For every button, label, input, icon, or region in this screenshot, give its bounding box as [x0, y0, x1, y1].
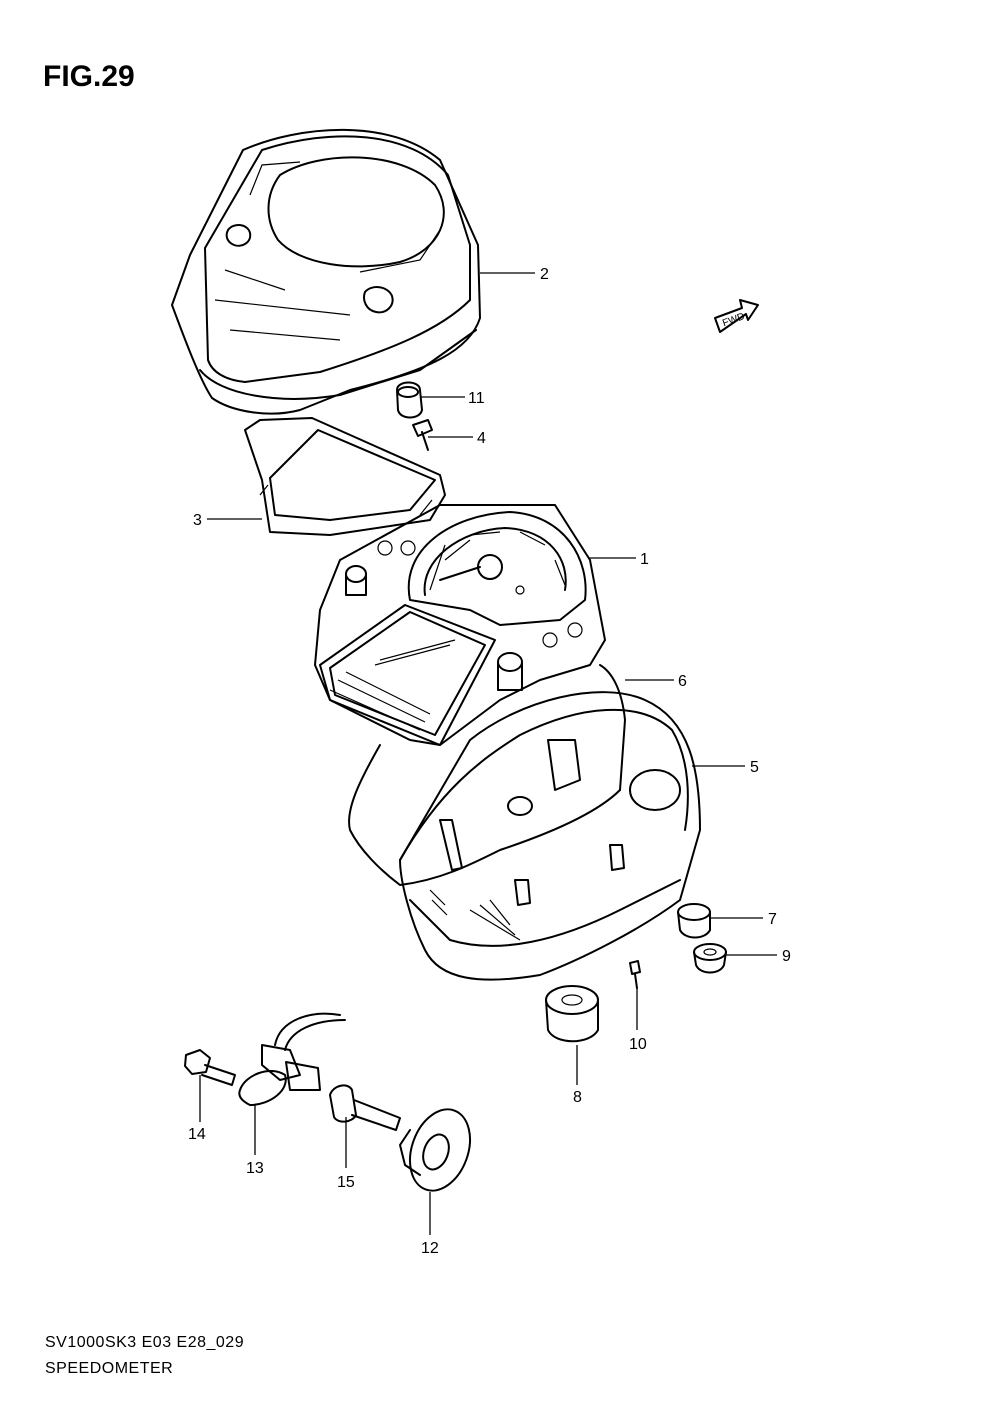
bolt-14-part	[184, 1049, 236, 1086]
wire-harness-part	[348, 664, 626, 886]
callout-6: 6	[678, 673, 687, 690]
callout-9: 9	[782, 948, 791, 965]
lens-panel-part	[244, 417, 446, 536]
callout-7: 7	[768, 911, 777, 928]
callout-10: 10	[629, 1036, 647, 1053]
fwd-direction-badge: FWD	[714, 299, 759, 333]
bolt-15-part	[329, 1084, 401, 1131]
callout-13: 13	[246, 1160, 264, 1177]
callout-leaders	[199, 272, 777, 1235]
meter-cover-part	[171, 128, 481, 415]
lower-case-part	[399, 691, 701, 981]
screw-10-part	[629, 960, 641, 989]
callout-14: 14	[188, 1126, 206, 1143]
screw-4-part	[412, 419, 433, 451]
sensor-rotor-12-part	[399, 1108, 471, 1192]
speed-sensor-part	[238, 1012, 346, 1106]
callout-8: 8	[573, 1089, 582, 1106]
callout-3: 3	[193, 512, 202, 529]
figure-title: FIG.29	[43, 60, 135, 93]
collar-9-part	[693, 943, 727, 974]
callout-labels: 2 11 4 3 1 6 5 7 9 10 8 14 13 15 12	[188, 266, 791, 1257]
cushion-8-part	[545, 985, 599, 1043]
callout-4: 4	[477, 430, 486, 447]
callout-15: 15	[337, 1174, 355, 1191]
meter-assembly-part	[314, 504, 606, 746]
diagram-code: SV1000SK3 E03 E28_029	[45, 1334, 245, 1351]
callout-1: 1	[640, 551, 649, 568]
callout-12: 12	[421, 1240, 439, 1257]
callout-11: 11	[468, 390, 485, 407]
callout-2: 2	[540, 266, 549, 283]
diagram-name: SPEEDOMETER	[45, 1360, 174, 1377]
grommet-11-part	[396, 381, 423, 419]
callout-5: 5	[750, 759, 759, 776]
grommet-7-part	[677, 903, 711, 939]
